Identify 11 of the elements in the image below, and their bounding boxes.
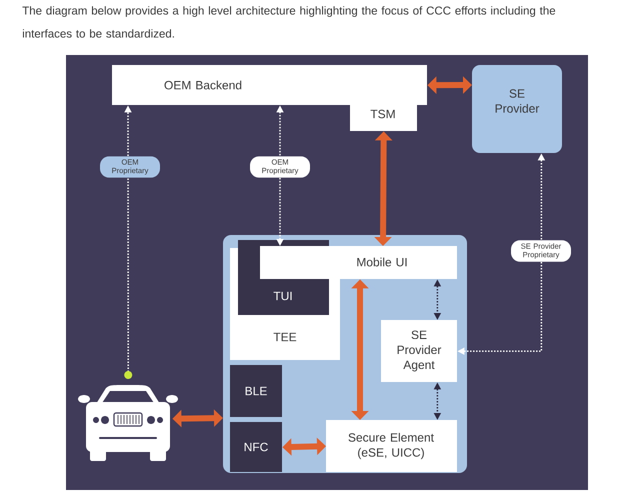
provider-box: SE Provider — [472, 65, 562, 153]
car-drawing — [78, 385, 178, 461]
node-label: TEE — [274, 332, 296, 342]
title-text: The diagram below provides a high level architecture highlighting the focus of CCC efforts including the interfaces to be standardized. — [22, 6, 556, 38]
component-box: Secure Element (eSE, UICC) — [326, 420, 457, 472]
component-box: NFC — [230, 422, 282, 472]
component-box: SE Provider Agent — [381, 320, 457, 382]
system-box: TSM — [350, 97, 417, 131]
node-label: TSM — [370, 110, 395, 118]
component-box: BLE — [230, 365, 282, 417]
component-box: Mobile UI — [260, 246, 457, 279]
